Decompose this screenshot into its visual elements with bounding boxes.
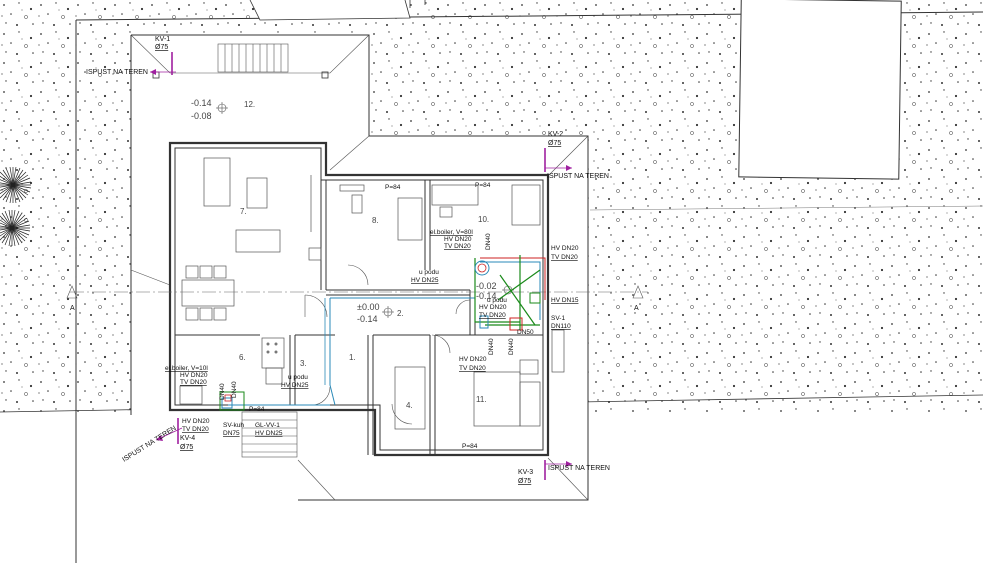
room-4: 4. <box>406 401 413 410</box>
tv20-note-5: TV DN20 <box>180 379 207 386</box>
dn50-note: DN50 <box>517 329 534 336</box>
kv1-label: KV-1 <box>155 36 170 43</box>
tv20-note-1: TV DN20 <box>444 243 471 250</box>
gl-vv1-note: GL-VV-1 <box>255 422 280 429</box>
u-podu-note-3: u podu <box>288 374 308 381</box>
room-1: 1. <box>349 353 356 362</box>
outlet-label-2: ISPUST NA TEREN <box>547 173 609 180</box>
room-8: 8. <box>372 216 379 225</box>
water-pipes <box>219 255 546 411</box>
level-right-b: -0.14 <box>476 291 497 301</box>
dn40-note-5: DN40 <box>231 381 238 398</box>
kv4-label: KV-4 <box>180 435 195 442</box>
window-mark-2: P=84 <box>475 182 491 189</box>
boiler-10-note: el.boiler, V=10l <box>165 365 208 372</box>
kv2-label: KV-2 <box>548 131 563 138</box>
sv-kuh-note: SV-kuh <box>223 422 244 429</box>
room-7: 7. <box>240 207 247 216</box>
tv20-note-3: TV DN20 <box>479 312 506 319</box>
tv20-note-4: TV DN20 <box>459 365 486 372</box>
hv25-note-2: HV DN25 <box>281 382 309 389</box>
sv1-note: SV-1 <box>551 315 565 322</box>
hv20-note-2: HV DN20 <box>551 245 579 252</box>
level-12-a: -0.14 <box>191 98 212 108</box>
dn75-note: DN75 <box>223 430 240 437</box>
level-12-b: -0.08 <box>191 111 212 121</box>
outlet-label-1: ISPUST NA TEREN <box>86 69 148 76</box>
u-podu-note-1: u podu <box>419 269 439 276</box>
room-12: 12. <box>244 100 255 109</box>
hv20-note-1: HV DN20 <box>444 236 472 243</box>
building <box>66 33 648 501</box>
kv3-label: KV-3 <box>518 469 533 476</box>
level-2-b: -0.14 <box>357 314 378 324</box>
level-2-a: ±0.00 <box>357 302 379 312</box>
room-10: 10. <box>478 215 489 224</box>
room-11: 11. <box>476 395 487 404</box>
hv25-note-1: HV DN25 <box>411 277 439 284</box>
boiler-80-note: el.boiler, V=80l <box>430 229 473 236</box>
kv4-diameter: Ø75 <box>180 444 193 451</box>
dn40-note-3: DN40 <box>508 338 515 355</box>
dn40-note-1: DN40 <box>485 233 492 250</box>
section-mark-right: A <box>634 305 639 312</box>
section-mark-left: A <box>70 305 75 312</box>
kv3-diameter: Ø75 <box>518 478 531 485</box>
window-mark-3: P=84 <box>462 443 478 450</box>
hv20-note-4: HV DN20 <box>459 356 487 363</box>
room-2: 2. <box>397 309 404 318</box>
kv2-diameter: Ø75 <box>548 140 561 147</box>
tv20-note-2: TV DN20 <box>551 254 578 261</box>
kv1-diameter: Ø75 <box>155 44 168 51</box>
room-3: 3. <box>300 359 307 368</box>
dn40-note-4: DN40 <box>219 383 226 400</box>
hv20-note-5: HV DN20 <box>180 372 208 379</box>
u-podu-note-2: u podu <box>487 297 507 304</box>
gl-dn25-note: HV DN25 <box>255 430 283 437</box>
window-mark-1: P=84 <box>385 184 401 191</box>
level-right-a: -0.02 <box>476 281 497 291</box>
hv15-note: HV DN15 <box>551 297 579 304</box>
drain-outlet-icon <box>150 52 572 480</box>
dn40-note-2: DN40 <box>488 338 495 355</box>
outlet-label-3: ISPUST NA TEREN <box>548 465 610 472</box>
tv20-note-6: TV DN20 <box>182 426 209 433</box>
hv20-note-3: HV DN20 <box>479 304 507 311</box>
hv20-note-6: HV DN20 <box>182 418 210 425</box>
dn110-note: DN110 <box>551 323 571 330</box>
window-mark-4: P=84 <box>249 406 265 413</box>
room-6: 6. <box>239 353 246 362</box>
